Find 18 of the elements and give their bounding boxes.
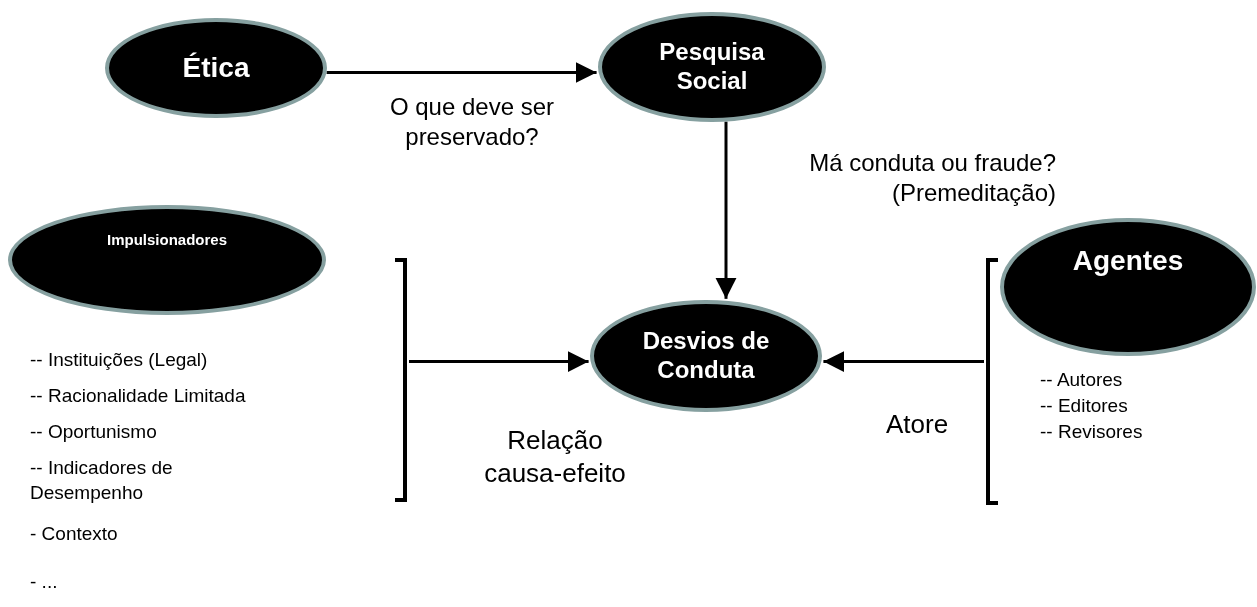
list-item: -- Editores bbox=[1040, 394, 1129, 418]
list-item: -- Oportunismo bbox=[30, 420, 158, 444]
arrow bbox=[409, 351, 589, 373]
node-label: Pesquisa Social bbox=[658, 38, 766, 96]
list-item: -- Racionalidade Limitada bbox=[30, 384, 247, 408]
list-item: -- Indicadores de Desempenho bbox=[30, 456, 174, 505]
node-label: Impulsionadores bbox=[106, 231, 228, 249]
list-item: -- Instituições (Legal) bbox=[30, 348, 209, 372]
node-label: Desvios de Conduta bbox=[641, 327, 771, 385]
arrow bbox=[326, 62, 597, 83]
list-item: - ... bbox=[30, 570, 59, 594]
list-item: -- Autores bbox=[1040, 368, 1124, 392]
list-item: -- Revisores bbox=[1040, 420, 1144, 444]
node-label: Agentes bbox=[1071, 244, 1185, 278]
arrow bbox=[823, 351, 984, 373]
arrow bbox=[715, 121, 737, 299]
list-item: - Contexto bbox=[30, 522, 119, 546]
node-label: Ética bbox=[181, 51, 251, 85]
